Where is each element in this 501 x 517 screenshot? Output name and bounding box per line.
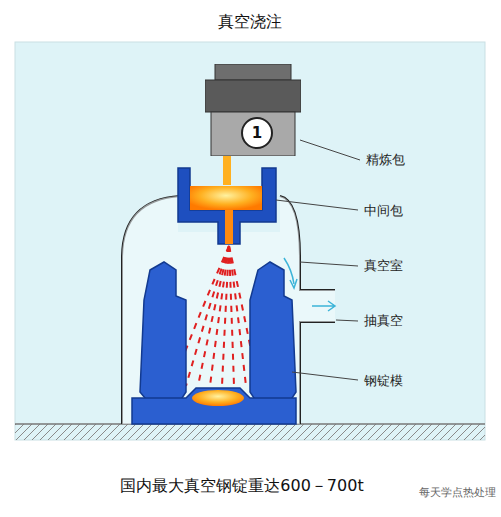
ingot-mold-left: [140, 262, 186, 404]
spray-dash: [229, 246, 246, 386]
part-label: 中间包: [362, 202, 405, 220]
diagram-title: 真空浇注: [218, 12, 282, 33]
floor: [15, 424, 485, 440]
suction-arrow: [312, 301, 335, 311]
ladle-shape: [205, 64, 301, 156]
refining-ladle: 1: [205, 64, 301, 156]
part-label: 钢锭模: [362, 372, 405, 390]
diagram-caption: 国内最大真空钢锭重达600－700t: [120, 476, 363, 497]
tundish-melt: [190, 186, 262, 210]
leader-lines: [276, 140, 360, 380]
tundish-nozzle-stream: [225, 210, 233, 244]
vacuum-chamber-fill: [122, 196, 335, 424]
spray-dash: [222, 246, 229, 386]
spray-dash: [210, 246, 229, 386]
airflow-arrowhead: [290, 279, 297, 288]
airflow-arrow: [284, 258, 294, 284]
tundish: [178, 168, 276, 244]
spray-dash: [229, 246, 234, 386]
ingot-mold-right: [250, 262, 296, 404]
callout-number: 1: [252, 124, 262, 142]
spray-dash: [198, 246, 229, 386]
spray-dash: [186, 246, 229, 386]
ingot-mold-base: [132, 388, 296, 424]
watermark: 每天学点热处理: [419, 485, 496, 500]
part-label: 抽真空: [362, 312, 405, 330]
part-label: 真空室: [362, 257, 405, 275]
vacuum-chamber: [122, 196, 335, 424]
steel-stream: [223, 155, 231, 185]
part-label: 精炼包: [364, 151, 407, 169]
ingot-melt-pool: [192, 390, 244, 406]
background-panel: [15, 42, 485, 440]
